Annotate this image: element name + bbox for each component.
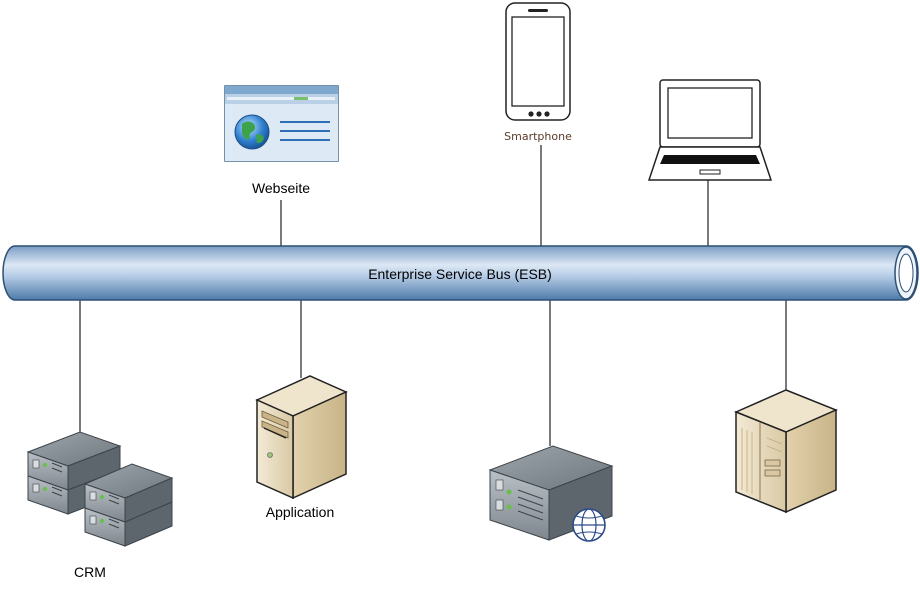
esb-bus[interactable]: Enterprise Service Bus (ESB) bbox=[2, 245, 919, 301]
smartphone-label: Smartphone bbox=[504, 130, 572, 143]
connector-lines bbox=[79, 145, 787, 446]
laptop-icon[interactable] bbox=[647, 79, 773, 181]
mainframe-server-icon[interactable] bbox=[734, 389, 838, 514]
server-rack-stack-icon[interactable] bbox=[26, 431, 174, 547]
webpage-icon[interactable] bbox=[224, 85, 339, 162]
bus-pipe-end-inner bbox=[898, 253, 914, 293]
crm-label: CRM bbox=[74, 564, 106, 580]
smartphone-icon[interactable] bbox=[505, 2, 571, 121]
bus-pipe-body bbox=[2, 245, 919, 301]
webseite-label: Webseite bbox=[252, 180, 310, 196]
tower-server-icon[interactable] bbox=[255, 375, 348, 500]
bus-label: Enterprise Service Bus (ESB) bbox=[368, 266, 552, 282]
web-server-icon[interactable] bbox=[488, 445, 614, 542]
application-label: Application bbox=[266, 504, 335, 520]
